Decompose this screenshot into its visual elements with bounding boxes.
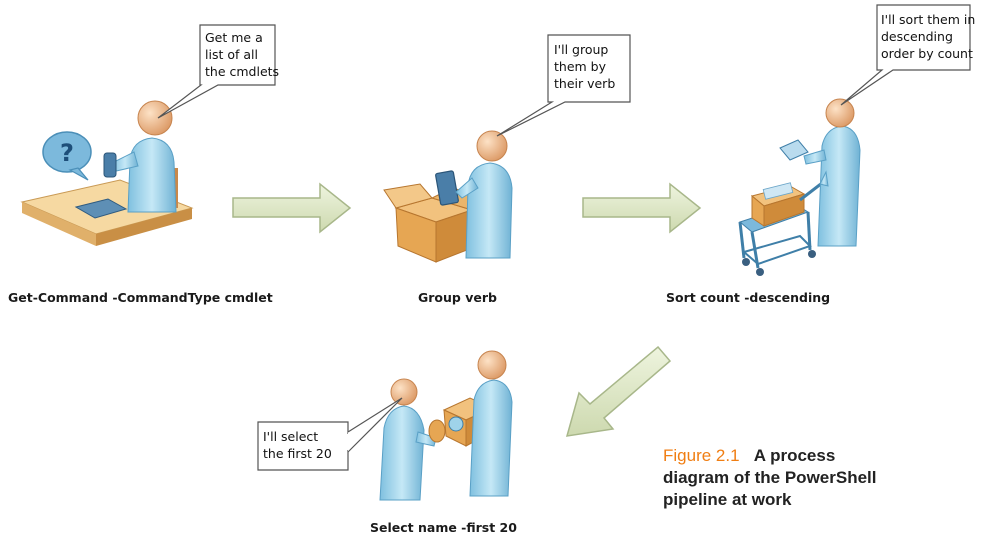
figure-number: Figure 2.1	[663, 446, 740, 465]
speech-bubble-3-text: I'll sort them in descending order by co…	[881, 11, 975, 62]
stage-label-get-command: Get-Command -CommandType cmdlet	[8, 290, 273, 305]
bubble-line: descending	[881, 29, 953, 44]
caption-text-2: diagram of the PowerShell	[663, 468, 877, 487]
box-person-icon	[383, 130, 513, 263]
stage-label-group: Group verb	[418, 290, 497, 305]
pipeline-arrow-2	[582, 182, 702, 234]
bubble-line: Get me a	[205, 30, 263, 45]
bubble-line: the cmdlets	[205, 64, 280, 79]
speech-bubble-2-text: I'll group them by their verb	[554, 41, 615, 92]
handoff-people-icon	[379, 350, 513, 501]
speech-bubble-3	[840, 4, 971, 106]
bubble-line: them by	[554, 59, 606, 74]
bubble-line: the first 20	[263, 446, 332, 461]
pipeline-arrow-1	[232, 182, 352, 234]
bubble-line: list of all	[205, 47, 258, 62]
svg-text:?: ?	[60, 139, 74, 167]
speech-bubble-1	[157, 24, 276, 119]
caption-text-1: A process	[753, 446, 836, 465]
speech-bubble-4	[257, 397, 403, 471]
figure-caption: Figure 2.1 A process diagram of the Powe…	[663, 445, 963, 511]
speech-bubble-1-text: Get me a list of all the cmdlets	[205, 29, 279, 80]
bubble-line: order by count	[881, 46, 973, 61]
speech-bubble-4-text: I'll select the first 20	[263, 428, 332, 462]
person-with-phone-icon: ?	[20, 100, 194, 246]
question-bubble-icon: ?	[42, 131, 92, 181]
bubble-line: I'll group	[554, 42, 609, 57]
cart-person-icon	[738, 98, 861, 276]
pipeline-arrow-3	[565, 345, 672, 437]
bubble-line: their verb	[554, 76, 616, 91]
caption-line-1: Figure 2.1 A process	[663, 445, 963, 467]
bubble-line: I'll sort them in	[881, 12, 976, 27]
speech-bubble-2	[496, 34, 631, 137]
caption-text-3: pipeline at work	[663, 490, 792, 509]
stage-label-sort: Sort count -descending	[666, 290, 831, 305]
stage-label-select: Select name -first 20	[370, 520, 517, 535]
bubble-line: I'll select	[263, 429, 319, 444]
